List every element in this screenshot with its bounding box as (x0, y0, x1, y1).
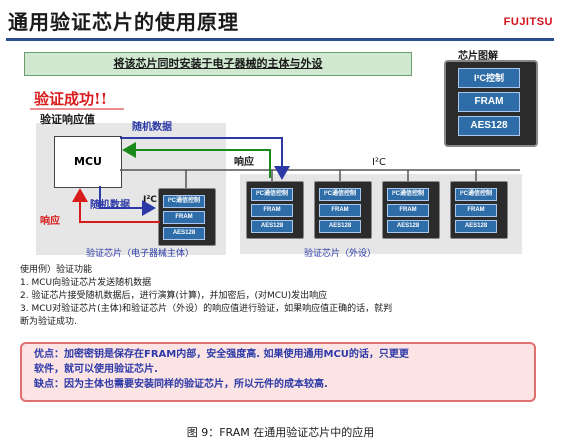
pro-line: 优点：加密密钥是保存在FRAM内部，安全强度高. 如果使用通用MCU的话，只更更 (34, 349, 409, 360)
periph-chip-ctrl: I²C通信控制 (319, 188, 361, 201)
usage-list: 使用例）验证功能 1. MCU向验证芯片发送随机数据 2. 验证芯片接受随机数据… (20, 264, 392, 329)
periph-chip-fram: FRAM (251, 204, 293, 217)
con-line: 缺点：因为主体也需要安装同样的验证芯片，所以元件的成本较高. (34, 379, 328, 390)
pros-cons-text: 优点：加密密钥是保存在FRAM内部，安全强度高. 如果使用通用MCU的话，只更更… (34, 347, 530, 392)
chip-aes128: AES128 (458, 116, 520, 136)
periph-chip-fram: FRAM (455, 204, 497, 217)
periph-chip-fram: FRAM (319, 204, 361, 217)
host-chip: I²C通信控制 FRAM AES128 (158, 188, 216, 246)
host-chip-caption: 验证芯片（电子器械主体） (86, 249, 195, 259)
response-value-label: 验证响应值 (40, 113, 95, 126)
mcu-box: MCU (54, 136, 122, 188)
i2c-host-label: I²C (143, 195, 157, 205)
response-label-left: 响应 (40, 216, 60, 227)
pros-cons-box (20, 342, 536, 402)
response-label-top: 响应 (234, 157, 254, 168)
periph-chip-aes: AES128 (387, 220, 429, 233)
peripheral-chip-caption: 验证芯片（外设） (304, 249, 377, 259)
peripheral-chip: I²C通信控制 FRAM AES128 (450, 181, 508, 239)
random-data-label-left: 随机数据 (90, 200, 130, 211)
host-chip-aes: AES128 (163, 227, 205, 240)
usage-step: 1. MCU向验证芯片发送随机数据 (20, 278, 152, 288)
periph-chip-fram: FRAM (387, 204, 429, 217)
peripheral-chip: I²C通信控制 FRAM AES128 (382, 181, 440, 239)
usage-step: 3. MCU对验证芯片(主体)和验证芯片（外设）的响应值进行验证，如果响应值正确… (20, 304, 393, 314)
host-chip-fram: FRAM (163, 211, 205, 224)
usage-step: 2. 验证芯片接受随机数据后，进行演算(计算)，并加密后，(对MCU)发出响应 (20, 291, 328, 301)
usage-heading: 使用例）验证功能 (20, 265, 93, 275)
periph-chip-aes: AES128 (319, 220, 361, 233)
random-data-label-top: 随机数据 (132, 122, 172, 133)
peripheral-chip: I²C通信控制 FRAM AES128 (314, 181, 372, 239)
page-title: 通用验证芯片的使用原理 (8, 10, 239, 34)
headline-banner: 将该芯片同时安装于电子器械的主体与外设 (24, 52, 412, 76)
periph-chip-ctrl: I²C通信控制 (387, 188, 429, 201)
periph-chip-ctrl: I²C通信控制 (251, 188, 293, 201)
success-text: 验证成功!! (34, 90, 108, 108)
chip-fram: FRAM (458, 92, 520, 112)
figure-caption: 图 9：FRAM 在通用验证芯片中的应用 (186, 426, 375, 439)
periph-chip-aes: AES128 (455, 220, 497, 233)
fujitsu-logo: FUJITSU (503, 16, 553, 28)
periph-chip-aes: AES128 (251, 220, 293, 233)
title-divider (6, 38, 554, 41)
periph-chip-ctrl: I²C通信控制 (455, 188, 497, 201)
host-chip-ctrl: I²C通信控制 (163, 195, 205, 208)
usage-step: 断为验证成功. (20, 317, 77, 327)
chip-explain-title: 芯片图解 (458, 51, 498, 62)
i2c-bus-label: I²C (372, 157, 386, 168)
pro-line: 软件，就可以使用验证芯片. (34, 364, 158, 375)
peripheral-chip: I²C通信控制 FRAM AES128 (246, 181, 304, 239)
chip-i2c-control: I²C控制 (458, 68, 520, 88)
